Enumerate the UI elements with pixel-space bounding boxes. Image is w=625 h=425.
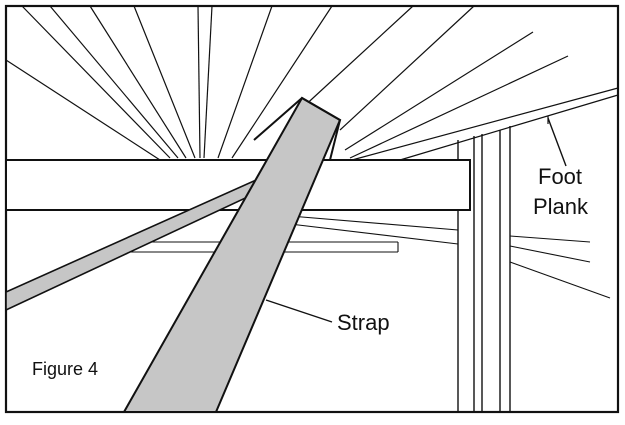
- foot-plank-leader: [547, 117, 567, 167]
- roof-lines: [5, 5, 619, 161]
- horizontal-beam: [5, 159, 471, 211]
- strap-label: Strap: [337, 310, 390, 335]
- strap-leader: [265, 299, 333, 323]
- strap-fold: [253, 96, 342, 161]
- wall-posts: [457, 126, 511, 412]
- figure-caption: Figure 4: [32, 359, 99, 379]
- plank-label: Plank: [533, 194, 589, 219]
- foot-label: Foot: [538, 164, 583, 189]
